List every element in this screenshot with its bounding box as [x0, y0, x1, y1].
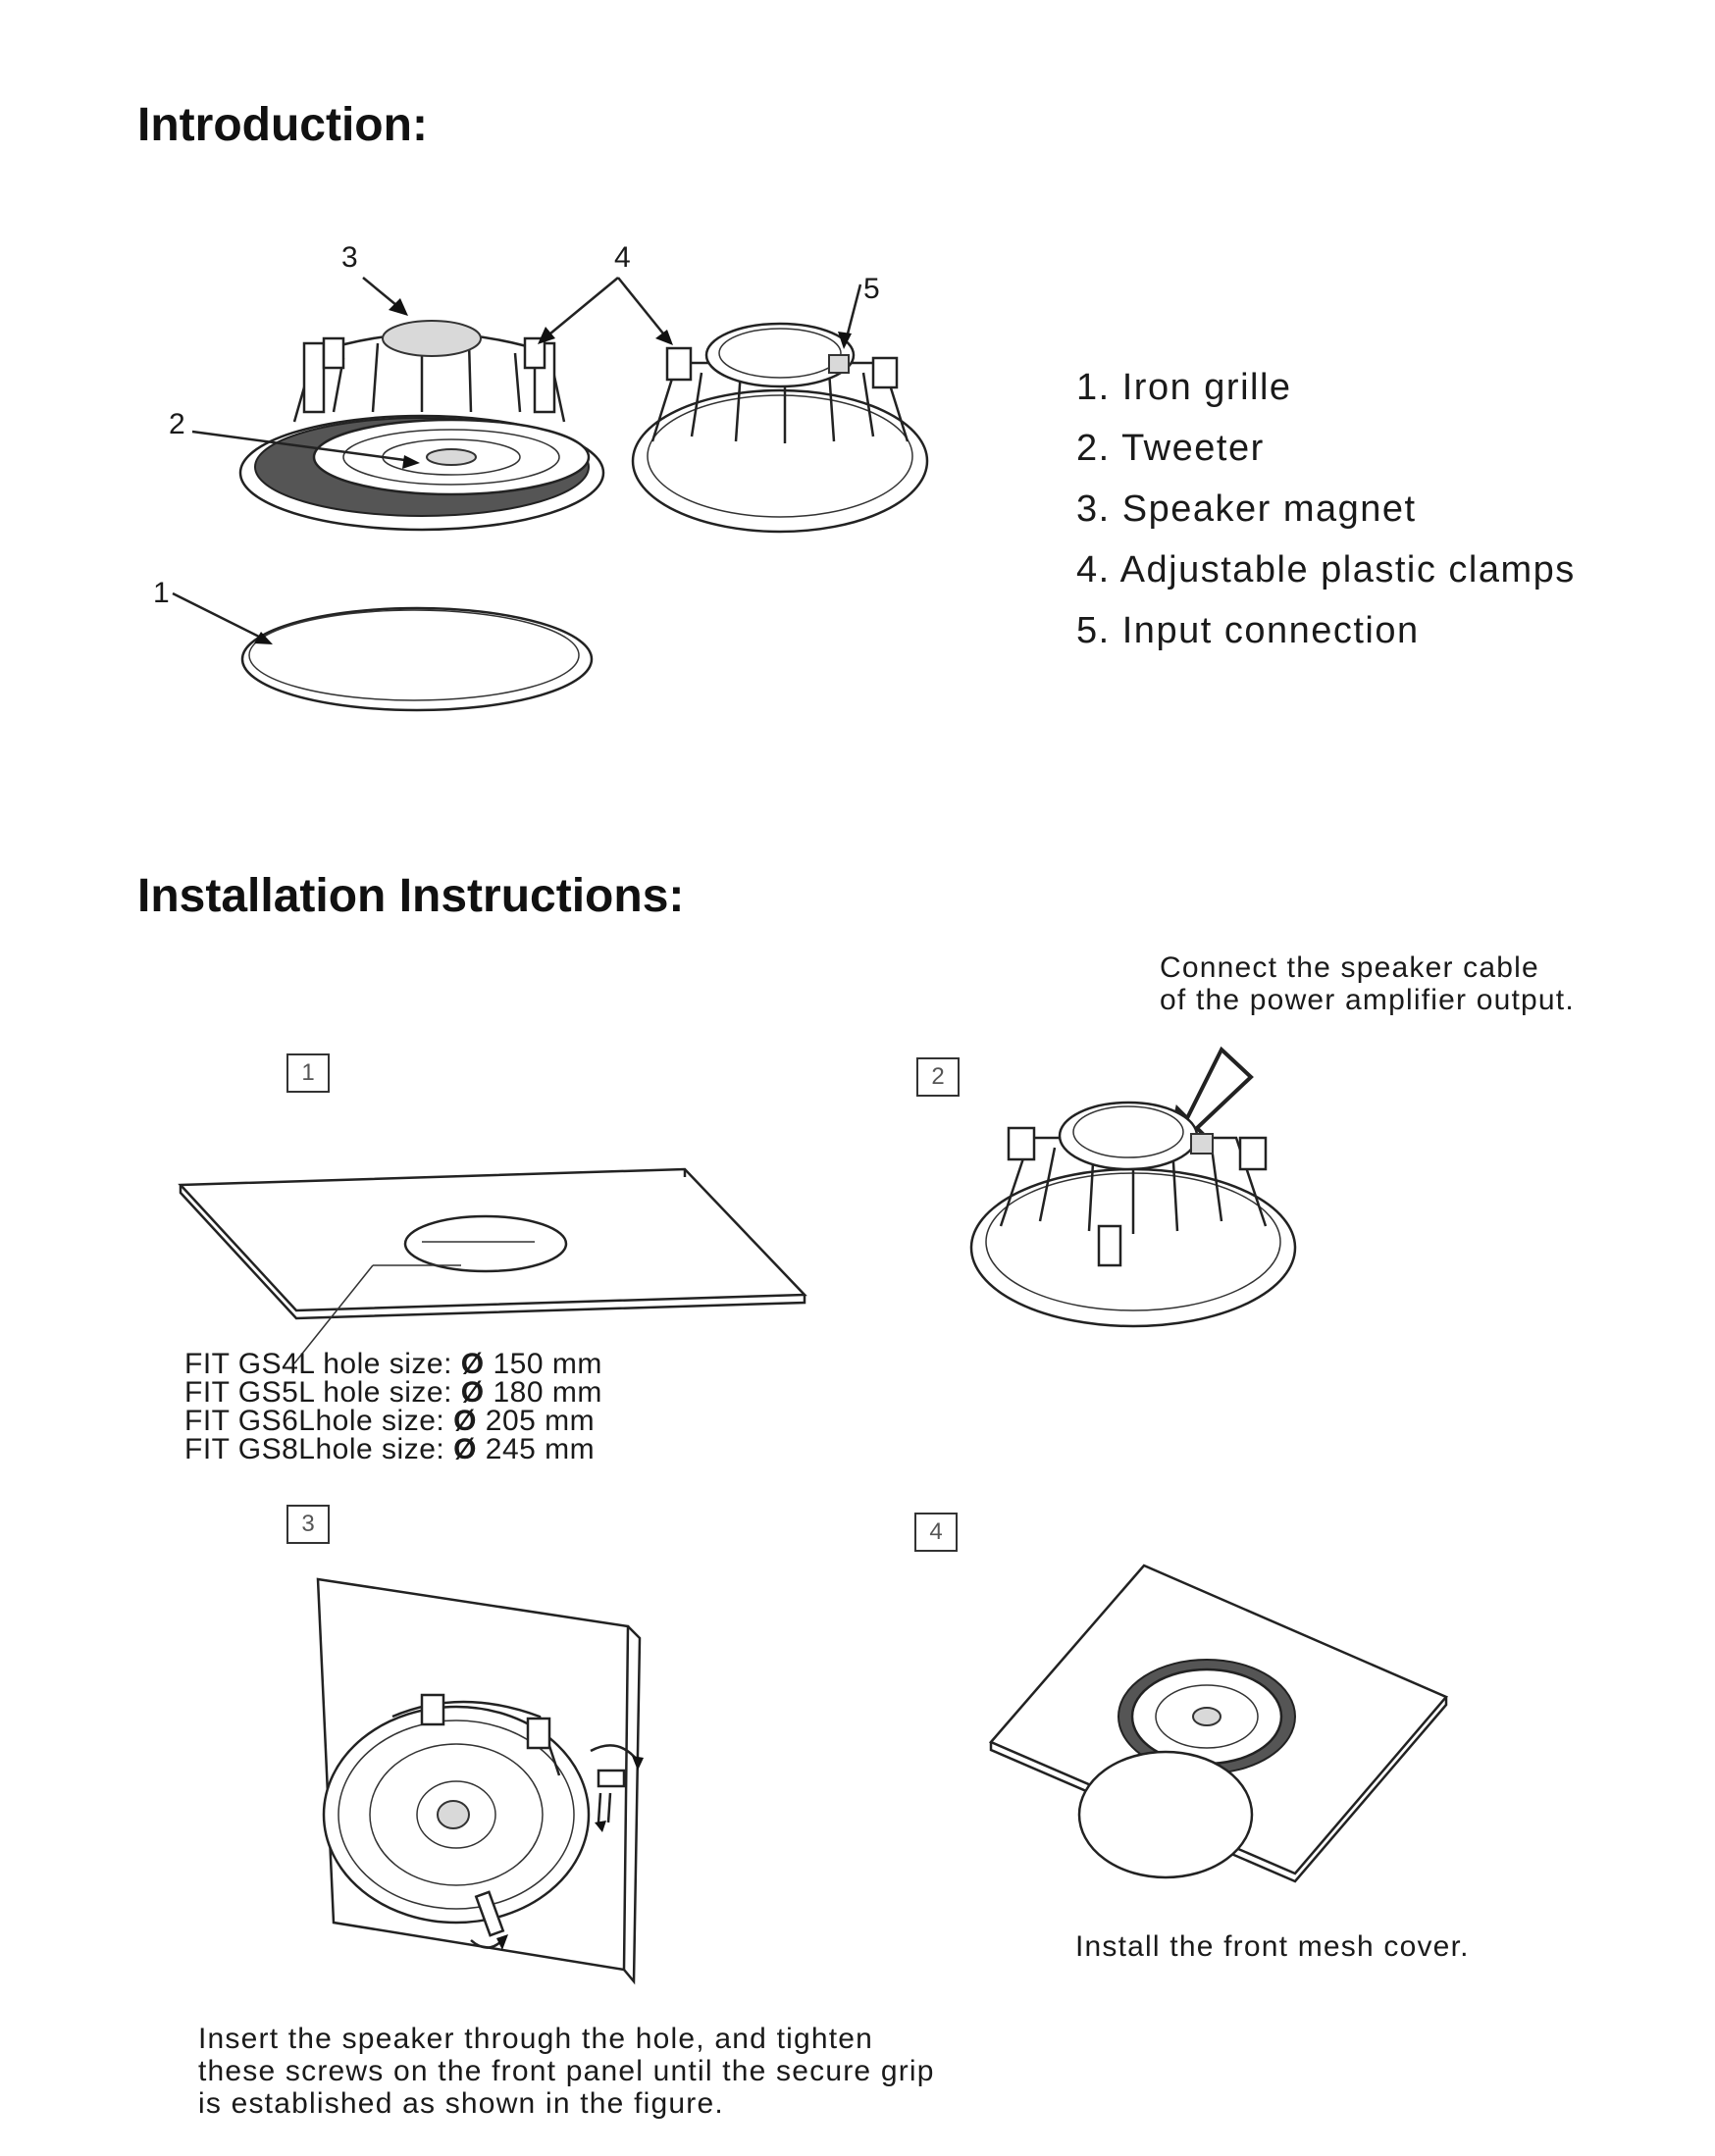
callout-2: 2 [169, 408, 185, 440]
step-1-number: 1 [286, 1053, 330, 1093]
step-4-number: 4 [914, 1513, 958, 1552]
parts-list: 1. Iron grille 2. Tweeter 3. Speaker mag… [1076, 357, 1576, 661]
hole-size-gs4l: FIT GS4L hole size: Ø 150 mm [184, 1348, 602, 1380]
step-2-number: 2 [916, 1057, 960, 1097]
introduction-heading: Introduction: [137, 99, 428, 151]
hole-size-specs: FIT GS4L hole size: Ø 150 mm FIT GS5L ho… [184, 1348, 602, 1465]
part-item-tweeter: 2. Tweeter [1076, 428, 1265, 469]
callout-1: 1 [153, 577, 170, 609]
callout-4: 4 [614, 241, 631, 274]
step-4-caption: Install the front mesh cover. [1075, 1930, 1470, 1963]
step-4-mesh-cover-illustration [988, 1564, 1449, 1883]
part-item-speaker-magnet: 3. Speaker magnet [1076, 488, 1417, 530]
step-2-caption: Connect the speaker cable of the power a… [1160, 951, 1575, 1016]
callout-3: 3 [341, 241, 358, 274]
part-item-plastic-clamps: 4. Adjustable plastic clamps [1076, 549, 1576, 590]
step-1-ceiling-panel-illustration [178, 1167, 807, 1364]
hole-size-gs6l: FIT GS6Lhole size: Ø 205 mm [184, 1405, 596, 1437]
step-3-wall-mount-illustration [316, 1577, 644, 1985]
speaker-exploded-illustration [172, 277, 929, 712]
installation-heading: Installation Instructions: [137, 870, 685, 922]
step-3-caption: Insert the speaker through the hole, and… [198, 2023, 935, 2120]
callout-arrows [172, 277, 862, 644]
hole-size-gs8l: FIT GS8Lhole size: Ø 245 mm [184, 1433, 596, 1465]
callout-5: 5 [863, 273, 880, 305]
step-2-speaker-wiring-illustration [969, 1046, 1297, 1328]
hole-size-gs5l: FIT GS5L hole size: Ø 180 mm [184, 1376, 602, 1409]
part-item-iron-grille: 1. Iron grille [1076, 367, 1292, 408]
step-3-number: 3 [286, 1505, 330, 1544]
part-item-input-connection: 5. Input connection [1076, 610, 1420, 651]
